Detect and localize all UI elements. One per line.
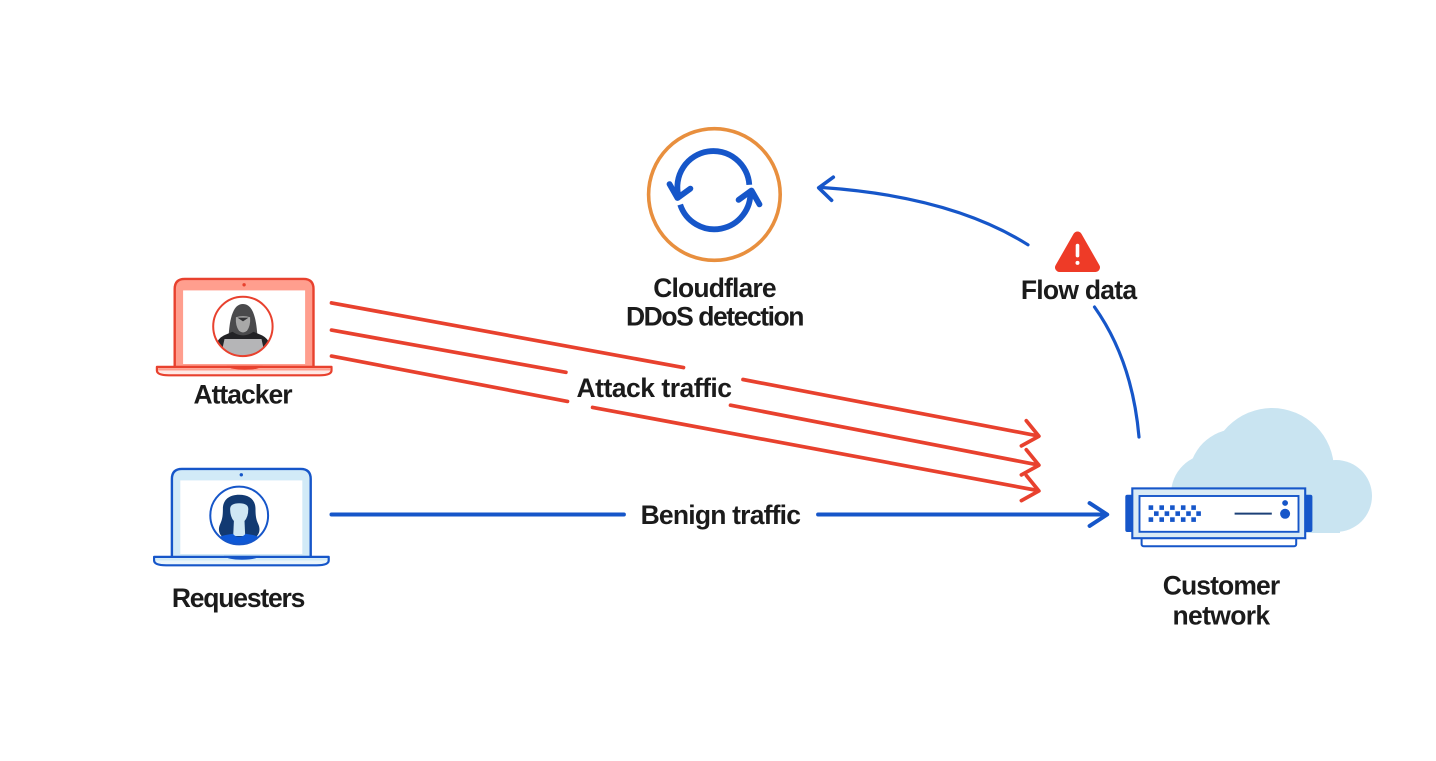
svg-text:DDoS detection: DDoS detection <box>626 302 803 332</box>
svg-text:network: network <box>1172 601 1270 631</box>
svg-text:Attack traffic: Attack traffic <box>577 373 732 403</box>
svg-text:Requesters: Requesters <box>172 583 305 613</box>
svg-text:Benign traffic: Benign traffic <box>641 500 801 530</box>
svg-text:Customer: Customer <box>1163 571 1280 601</box>
svg-text:Attacker: Attacker <box>193 380 292 410</box>
svg-text:Cloudflare: Cloudflare <box>653 273 776 303</box>
svg-text:Flow data: Flow data <box>1021 275 1137 305</box>
